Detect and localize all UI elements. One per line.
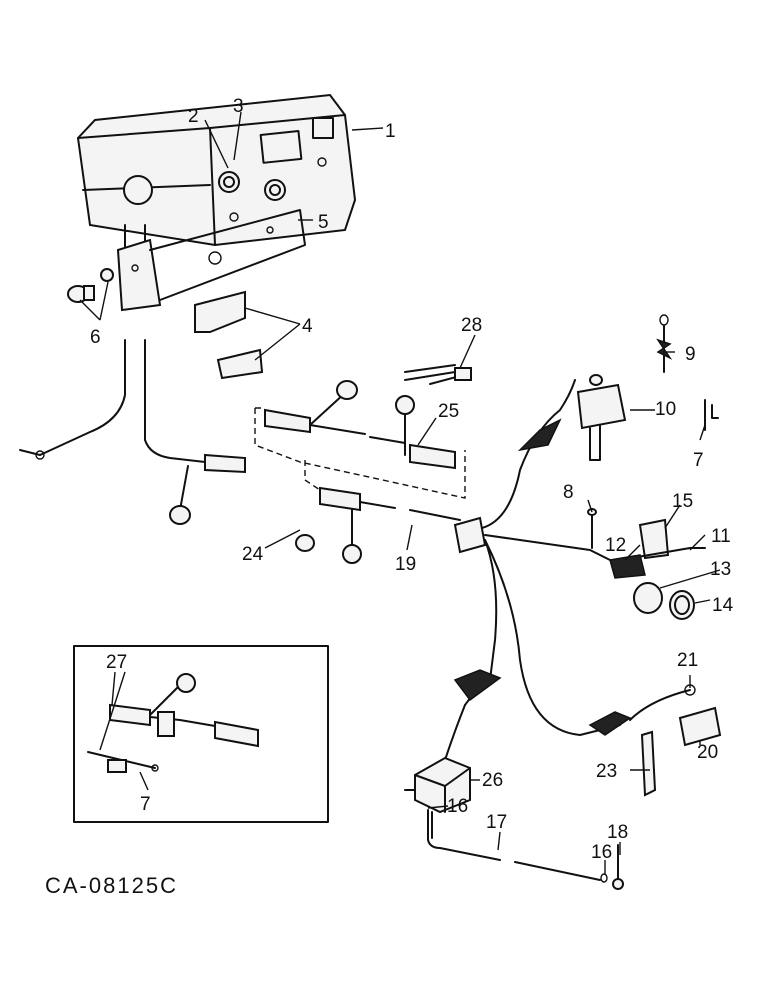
relay-box: [404, 756, 471, 814]
extension-cables: [254, 380, 466, 564]
callout-17: 17: [486, 812, 507, 833]
callout-2: 2: [188, 106, 199, 127]
callout-27: 27: [106, 652, 127, 673]
callout-labels: 1 2 3 4 5 6 7 7 8 9 10 11 12 13 14 15 16…: [90, 96, 734, 863]
callout-16-left: 16: [447, 796, 468, 817]
callout-23: 23: [596, 761, 617, 782]
callout-7-main: 7: [693, 450, 704, 471]
wire-lead: [404, 364, 472, 385]
mounting-bracket: [116, 209, 306, 312]
callout-28: 28: [461, 315, 482, 336]
callout-19: 19: [395, 554, 416, 575]
callout-16-right: 16: [591, 842, 612, 863]
rod-parts: [427, 809, 624, 890]
knob-parts: [67, 268, 114, 303]
callout-14: 14: [712, 595, 734, 616]
callout-5: 5: [318, 212, 329, 233]
callout-11: 11: [711, 526, 731, 547]
leader-lines: [79, 111, 721, 875]
switch-box: [576, 374, 627, 461]
drawing-code: CA-08125C: [45, 873, 178, 898]
sensor-parts: [587, 508, 706, 620]
callout-25: 25: [438, 401, 459, 422]
callout-3: 3: [233, 96, 244, 117]
callout-6: 6: [90, 327, 101, 348]
inset-box: [73, 645, 329, 823]
callout-8: 8: [563, 482, 574, 503]
clamp-parts: [194, 290, 264, 380]
callout-24: 24: [242, 544, 264, 565]
monitor-console: [76, 93, 357, 247]
console-cables: [19, 339, 246, 525]
callout-7-inset: 7: [140, 794, 151, 815]
callout-10: 10: [655, 399, 676, 420]
callout-12: 12: [605, 535, 626, 556]
callout-15: 15: [672, 491, 693, 512]
callout-13: 13: [710, 559, 731, 580]
callout-18: 18: [607, 822, 628, 843]
callout-21: 21: [677, 650, 698, 671]
callout-1: 1: [385, 121, 396, 142]
bracket-23: [640, 730, 657, 797]
callout-26: 26: [482, 770, 503, 791]
callout-4: 4: [302, 316, 313, 337]
sensor-20: [678, 684, 722, 747]
callout-20: 20: [697, 742, 718, 763]
main-harness: [444, 379, 691, 761]
callout-9: 9: [685, 344, 696, 365]
